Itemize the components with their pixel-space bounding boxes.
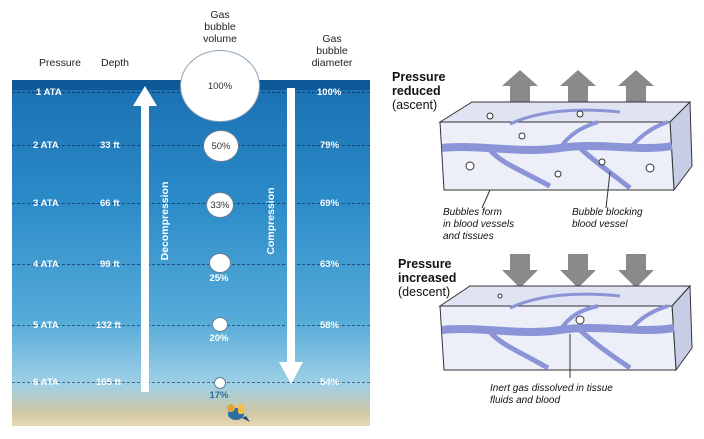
volume-header-line-2: bubble xyxy=(204,21,236,33)
ascent-title-line-3: (ascent) xyxy=(392,98,438,112)
ascent-title-line-1: Pressure xyxy=(392,70,446,84)
pressure-label: 4 ATA xyxy=(33,259,59,270)
tissue-block-descent xyxy=(438,254,693,378)
depth-line-4 xyxy=(12,264,370,265)
gas-bubble xyxy=(209,253,231,273)
diameter-label: 63% xyxy=(320,259,340,270)
pressure-label: 6 ATA xyxy=(33,377,59,388)
descent-title-line-2: increased xyxy=(398,271,457,285)
gas-bubble: 100% xyxy=(180,50,260,122)
caption-inert-gas: Inert gas dissolved in tissue fluids and… xyxy=(490,383,613,407)
descent-title: Pressure increased (descent) xyxy=(398,257,456,299)
caption-bubbles-line-3: and tissues xyxy=(443,231,494,242)
gas-bubble: 33% xyxy=(206,192,234,218)
decompression-arrow xyxy=(133,86,157,392)
gas-bubble: 50% xyxy=(203,130,239,162)
bubble-volume-label: 20% xyxy=(209,332,229,344)
pressure-label: 1 ATA xyxy=(36,87,62,98)
caption-bubble-blocking: Bubble blocking blood vessel xyxy=(572,207,643,231)
depth-line-5 xyxy=(12,325,370,326)
caption-blocking-line-1: Bubble blocking xyxy=(572,207,643,218)
pressure-label: 2 ATA xyxy=(33,140,59,151)
depth-label: 33 ft xyxy=(100,140,120,151)
compression-label: Compression xyxy=(265,187,277,255)
caption-blocking-line-2: blood vessel xyxy=(572,219,628,230)
ascent-title-line-2: reduced xyxy=(392,84,441,98)
depth-line-3 xyxy=(12,203,370,204)
compression-arrow xyxy=(279,88,303,384)
ascent-title: Pressure reduced (ascent) xyxy=(392,70,446,112)
diver-icon xyxy=(227,404,250,422)
caption-inert-line-1: Inert gas dissolved in tissue xyxy=(490,383,613,394)
caption-bubbles-line-1: Bubbles form xyxy=(443,207,502,218)
pressure-header: Pressure xyxy=(38,57,81,69)
pressure-label: 5 ATA xyxy=(33,320,59,331)
decompression-label: Decompression xyxy=(159,181,171,261)
diameter-label: 54% xyxy=(320,377,340,388)
diameter-label: 58% xyxy=(320,320,340,331)
depth-line-6 xyxy=(12,382,370,383)
bubble-volume-label: 25% xyxy=(209,272,229,284)
diameter-label: 100% xyxy=(317,87,342,98)
diameter-header-line-3: diameter xyxy=(311,57,353,69)
diameter-header-line-1: Gas xyxy=(322,33,342,45)
volume-header: Gas bubble volume xyxy=(190,9,250,45)
caption-inert-line-2: fluids and blood xyxy=(490,395,561,406)
depth-label: 99 ft xyxy=(100,259,120,270)
depth-label: 66 ft xyxy=(100,198,120,209)
gas-bubble xyxy=(214,377,226,389)
ocean-background xyxy=(12,80,370,426)
depth-label: 132 ft xyxy=(96,320,121,331)
depth-header: Depth xyxy=(100,57,130,69)
bubble-volume-label: 33% xyxy=(210,199,230,211)
descent-title-line-1: Pressure xyxy=(398,257,452,271)
caption-bubbles-line-2: in blood vessels xyxy=(443,219,515,230)
gas-bubble xyxy=(212,317,228,332)
tissue-block-ascent xyxy=(438,70,693,209)
bubble-volume-label: 50% xyxy=(211,140,231,152)
volume-header-line-1: Gas xyxy=(210,9,230,21)
volume-header-line-3: volume xyxy=(203,33,237,45)
descent-title-line-3: (descent) xyxy=(398,285,451,299)
depth-line-2 xyxy=(12,145,370,146)
diameter-header-line-2: bubble xyxy=(316,45,348,57)
diameter-header: Gas bubble diameter xyxy=(302,33,362,69)
caption-bubbles-form: Bubbles form in blood vessels and tissue… xyxy=(443,207,514,243)
diameter-label: 79% xyxy=(320,140,340,151)
bubble-volume-label: 17% xyxy=(209,389,229,401)
bubble-volume-label: 100% xyxy=(207,80,233,92)
pressure-label: 3 ATA xyxy=(33,198,59,209)
depth-label: 165 ft xyxy=(96,377,121,388)
diameter-label: 69% xyxy=(320,198,340,209)
